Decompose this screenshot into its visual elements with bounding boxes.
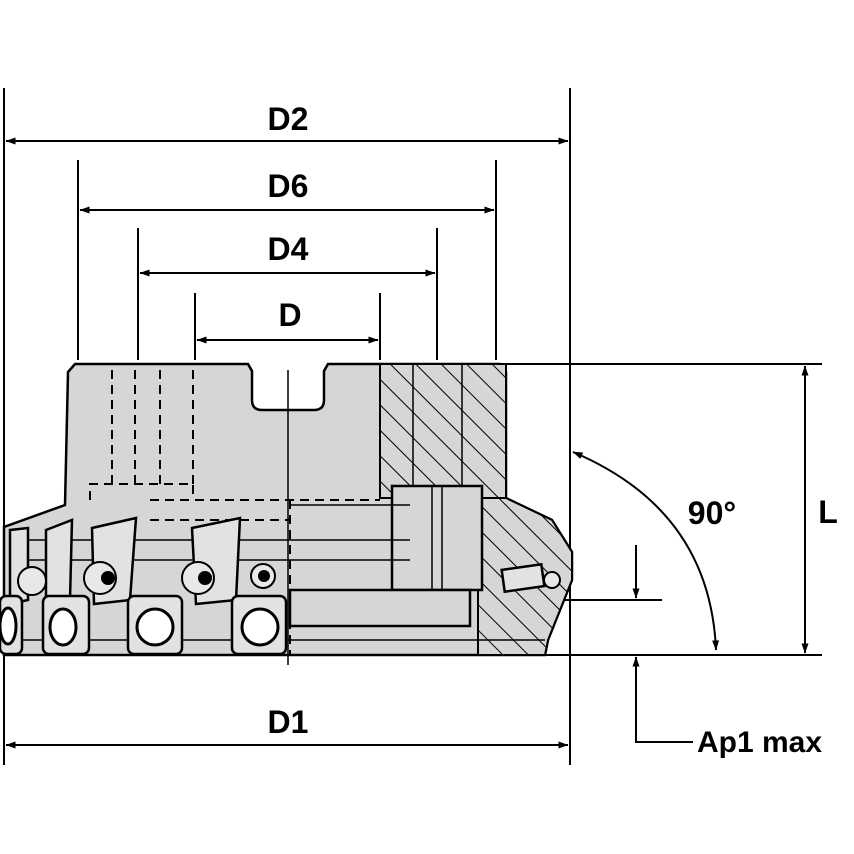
bore-block <box>390 484 484 592</box>
label-angle: 90° <box>688 495 736 531</box>
clamp-screw <box>250 563 276 589</box>
label-d1: D1 <box>268 704 309 740</box>
insert <box>230 594 288 656</box>
clamp-screw <box>17 566 47 596</box>
insert <box>41 594 91 656</box>
label-ap1-max: Ap1 max <box>697 726 822 759</box>
label-d: D <box>278 297 301 333</box>
hatched-section-upper <box>379 363 507 499</box>
clamp-screw <box>181 561 215 595</box>
bore-step <box>288 588 472 628</box>
insert <box>126 594 184 656</box>
label-d2: D2 <box>268 101 309 137</box>
insert-pocket <box>44 518 74 606</box>
dimension-labels: D2 D6 D4 D D1 L 90° Ap1 max <box>268 101 838 759</box>
label-d4: D4 <box>268 231 309 267</box>
ap1-leader <box>632 656 693 743</box>
label-d6: D6 <box>268 168 309 204</box>
label-l: L <box>818 494 838 530</box>
cutter-body <box>2 362 574 665</box>
angle-arc <box>572 451 720 651</box>
insert <box>0 594 24 656</box>
dimension-lines <box>5 137 809 749</box>
clamp-screw <box>83 561 117 595</box>
side-insert <box>500 562 561 594</box>
insert-row <box>0 516 561 656</box>
